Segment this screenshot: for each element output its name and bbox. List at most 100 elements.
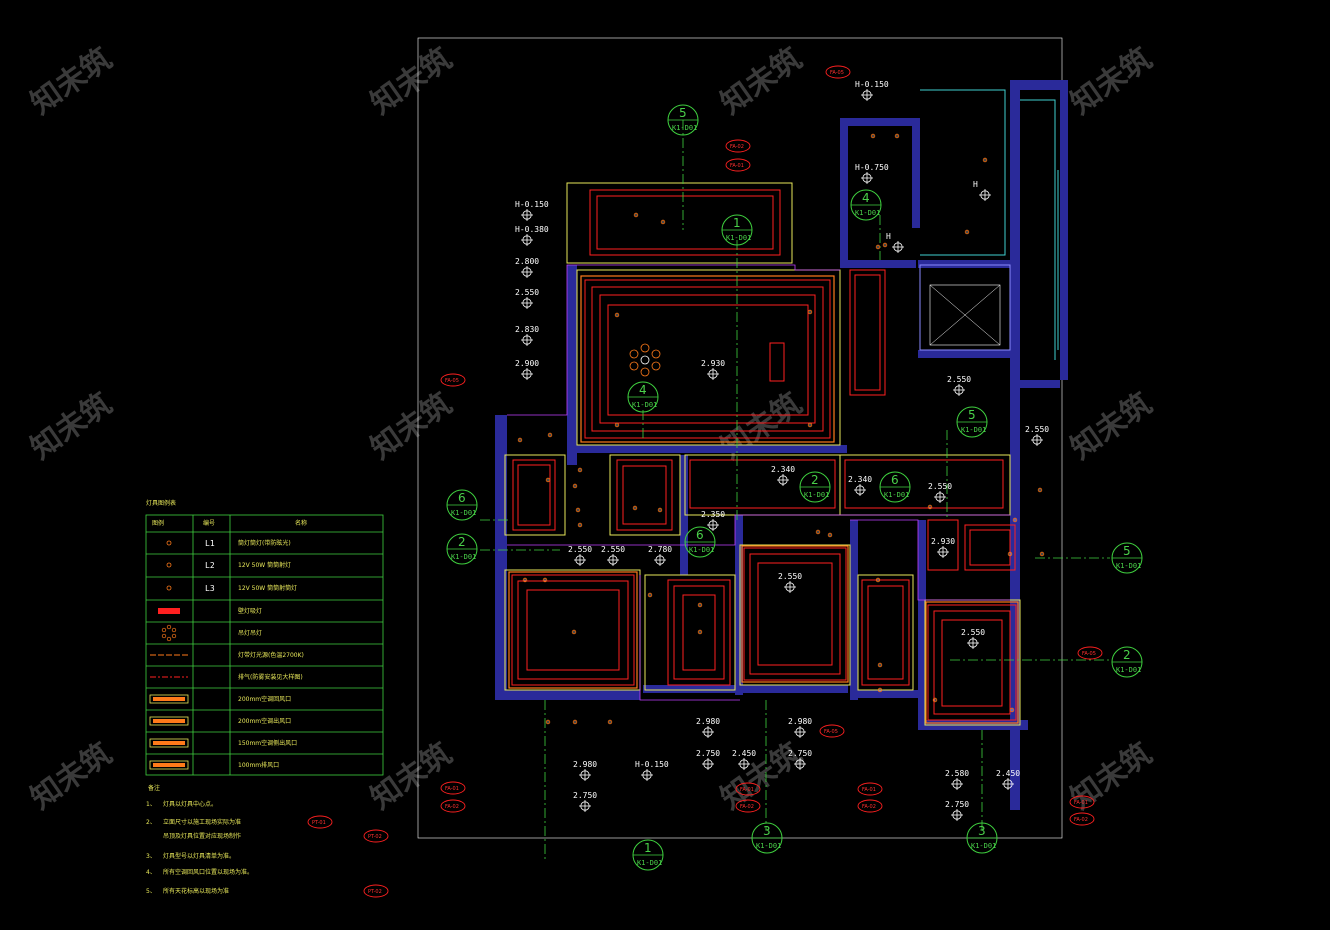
elevation-marker: 2.750 xyxy=(788,749,812,770)
legend-code: L1 xyxy=(205,539,215,548)
legend-name: 筒灯筒灯(带防眩光) xyxy=(238,539,291,547)
downlight-icon xyxy=(647,592,653,598)
elevation-label: 2.550 xyxy=(601,545,625,554)
elevation-marker: 2.550 xyxy=(961,628,985,649)
legend-name: 排气(防雾安装见大样图) xyxy=(238,673,303,681)
note-number: 5、 xyxy=(146,888,156,895)
material-tag-label: FA-02 xyxy=(1074,817,1088,823)
legend-header-name: 名称 xyxy=(295,519,307,527)
callout-number: 6 xyxy=(696,528,704,542)
material-tag: FA-01 xyxy=(725,158,751,172)
section-callout: 5K1-D01 xyxy=(1111,542,1143,574)
notes-title: 备注 xyxy=(148,784,160,792)
elevation-marker: 2.580 xyxy=(945,769,969,790)
downlight-icon xyxy=(575,507,581,513)
elevation-label: 2.980 xyxy=(573,760,597,769)
elevation-label: H-0.380 xyxy=(515,225,549,234)
elevation-marker: H-0.380 xyxy=(515,225,549,246)
axis-lines xyxy=(480,120,1110,860)
downlight-icon xyxy=(815,529,821,535)
downlight-icon xyxy=(633,212,639,218)
note-number: 4、 xyxy=(146,869,156,876)
legend-row: 吊灯吊灯 xyxy=(146,621,383,642)
note-tag: PT-02 xyxy=(368,889,382,895)
watermark-text: 知未筑 xyxy=(25,386,119,466)
callout-ref: K1-D01 xyxy=(637,859,662,867)
legend-name: 12V 50W 筒筒射灯 xyxy=(238,561,291,569)
elevation-label: H-0.150 xyxy=(515,200,549,209)
material-tag: FA-05 xyxy=(819,724,845,738)
elevation-marker: 2.750 xyxy=(696,749,720,770)
elevation-marker: H-0.750 xyxy=(855,163,889,184)
callout-ref: K1-D01 xyxy=(689,546,714,554)
note-item: 5、所有天花标高以现场为准 PT-02 xyxy=(146,884,389,898)
elevation-marker: 2.550 xyxy=(928,482,952,503)
downlight-icon xyxy=(827,532,833,538)
material-tag-label: FA-02 xyxy=(730,144,744,150)
material-tag-label: FA-02 xyxy=(445,804,459,810)
elevation-marker: 2.340 xyxy=(771,465,795,486)
note-text: 灯具以灯具中心点。 xyxy=(163,800,217,808)
section-callout: 4K1-D01 xyxy=(627,381,659,413)
material-tag-label: FA-02 xyxy=(862,804,876,810)
downlight-icon xyxy=(1007,551,1013,557)
section-callout: 1K1-D01 xyxy=(632,839,664,871)
downlight-icon xyxy=(882,242,888,248)
elevation-marker: 2.550 xyxy=(778,572,802,593)
note-text: 所有天花标高以现场为准 xyxy=(163,887,229,895)
callout-ref: K1-D01 xyxy=(855,209,880,217)
section-callout: 6K1-D01 xyxy=(879,471,911,503)
material-tag: FA-05 xyxy=(1077,646,1103,660)
elevation-label: 2.550 xyxy=(961,628,985,637)
elevation-marker: 2.980 xyxy=(573,760,597,781)
elevation-marker: 2.930 xyxy=(701,359,725,380)
note-number: 2、 xyxy=(146,819,156,826)
note-item: 3、灯具型号以灯具清单为准。 xyxy=(146,852,235,860)
chandelier-symbol xyxy=(629,343,661,377)
material-tag-label: FA-02 xyxy=(740,804,754,810)
elevation-label: H xyxy=(973,180,978,189)
note-number: 1、 xyxy=(146,801,156,808)
elevation-marker: H xyxy=(973,180,991,201)
downlight-icon xyxy=(1037,487,1043,493)
section-callout: 6K1-D01 xyxy=(446,489,478,521)
elevation-label: 2.450 xyxy=(732,749,756,758)
callout-number: 3 xyxy=(763,824,771,838)
material-tag: FA-02 xyxy=(725,139,751,153)
downlight-icon xyxy=(1039,551,1045,557)
callout-ref: K1-D01 xyxy=(756,842,781,850)
section-callout: 4K1-D01 xyxy=(850,189,882,221)
material-tag: FA-02 xyxy=(735,799,761,813)
elevation-label: H-0.150 xyxy=(635,760,669,769)
note-item: 1、灯具以灯具中心点。 xyxy=(146,800,217,808)
callout-ref: K1-D01 xyxy=(804,491,829,499)
elevation-label: 2.800 xyxy=(515,257,539,266)
callout-number: 4 xyxy=(639,383,647,397)
downlight-icon xyxy=(614,312,620,318)
callout-number: 6 xyxy=(458,491,466,505)
legend-row: 200mm空调回风口 xyxy=(146,687,383,704)
callout-ref: K1-D01 xyxy=(971,842,996,850)
callout-number: 4 xyxy=(862,191,870,205)
elevation-label: H-0.150 xyxy=(855,80,889,89)
note-text: 灯具型号以灯具清单为准。 xyxy=(163,852,235,860)
note-text: 所有空调回风口位置以现场为准。 xyxy=(163,868,253,876)
material-tag-label: FA-05 xyxy=(445,378,459,384)
callout-number: 5 xyxy=(1123,544,1131,558)
downlight-icon xyxy=(1009,707,1015,713)
legend-symbol-icon xyxy=(166,562,172,568)
downlight-icon xyxy=(545,719,551,725)
legend-row: 壁灯吸灯 xyxy=(146,599,383,615)
legend-code: L3 xyxy=(205,584,215,593)
note-item: 4、所有空调回风口位置以现场为准。 xyxy=(146,868,253,876)
elevation-label: 2.750 xyxy=(573,791,597,800)
elevation-label: 2.830 xyxy=(515,325,539,334)
note-text: 吊顶及灯具位置对应现场制作 xyxy=(163,832,241,840)
section-callout: 2K1-D01 xyxy=(799,471,831,503)
elevation-marker: 2.450 xyxy=(732,749,756,770)
elevation-marker: 2.930 xyxy=(931,537,955,558)
watermark-text: 知未筑 xyxy=(25,41,119,121)
